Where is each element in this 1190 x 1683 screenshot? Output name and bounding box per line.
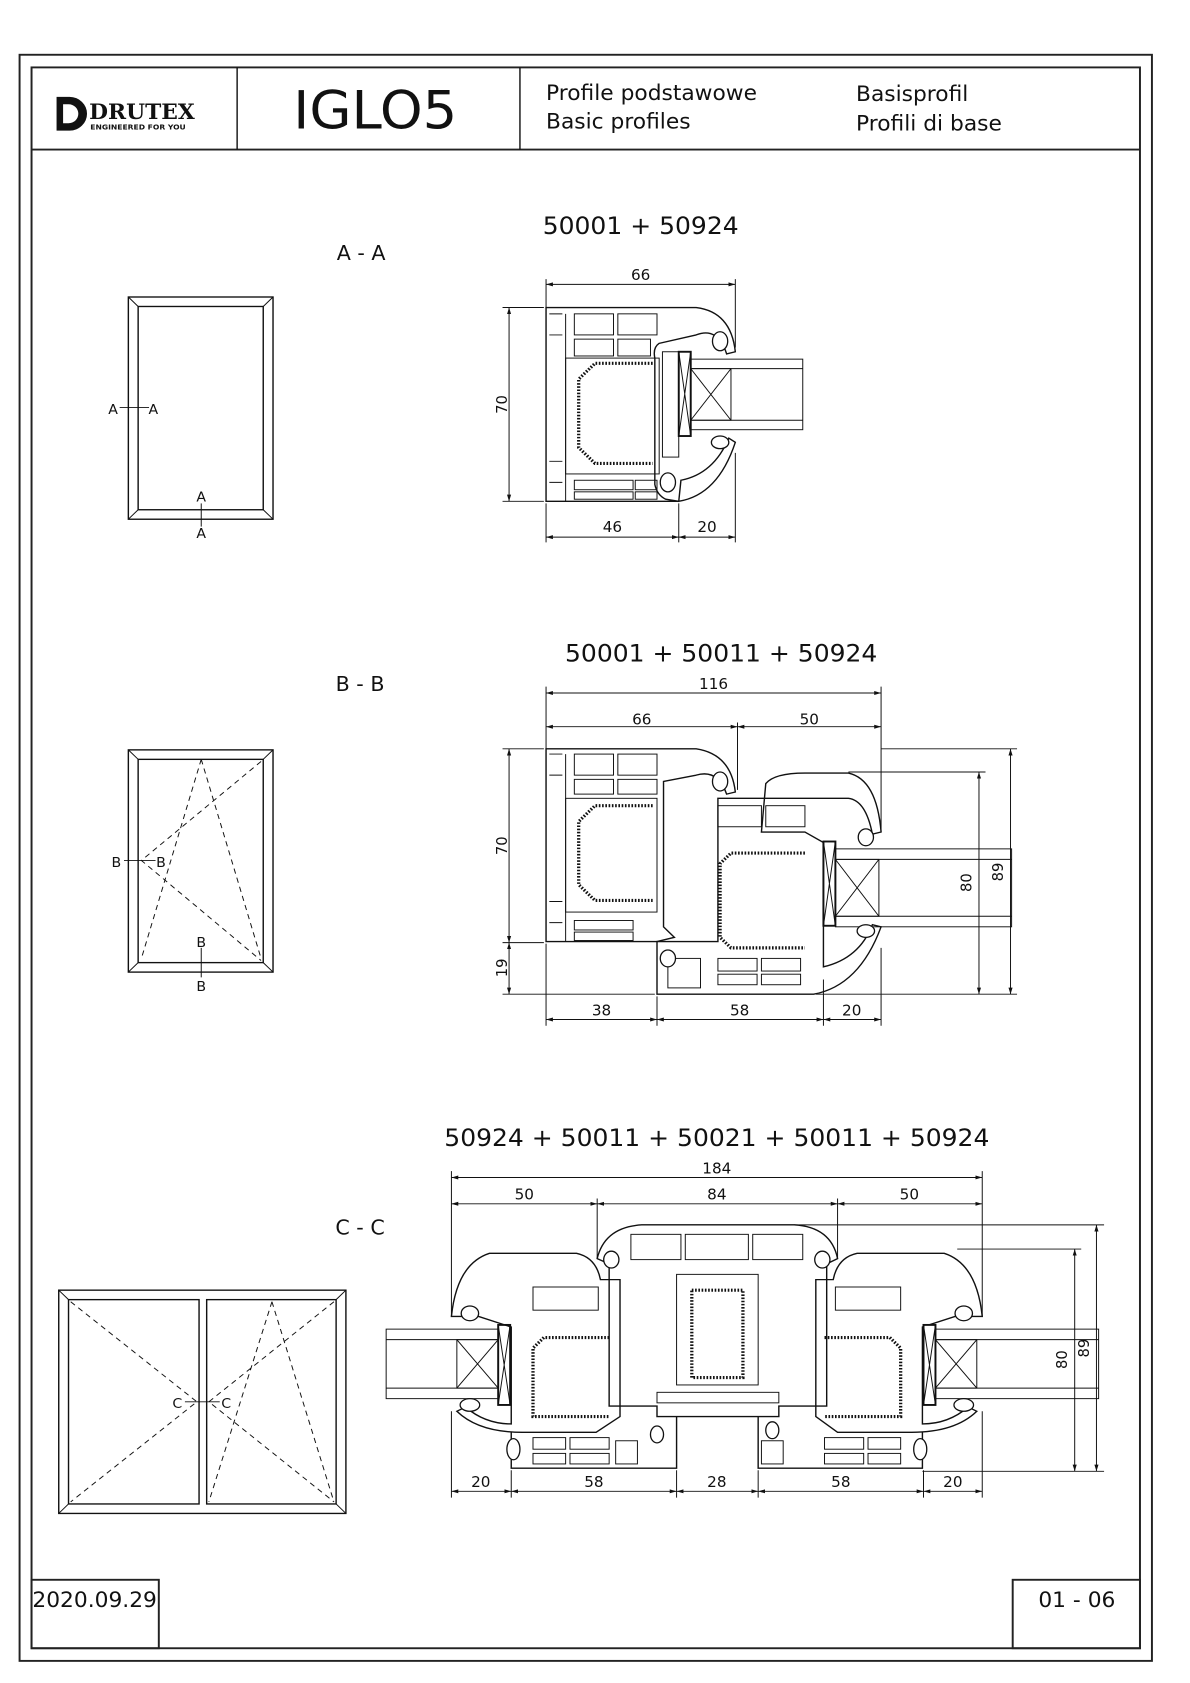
dim-label: 20 xyxy=(697,518,716,536)
window-elevation-fixed: A A A A xyxy=(108,296,274,542)
dim-label: 184 xyxy=(702,1159,731,1177)
section-c: C - C 50924 + 50011 + 50021 + 50011 + 50… xyxy=(58,1123,1105,1515)
dim-label: 89 xyxy=(989,863,1007,882)
profile-combination: 50001 + 50924 xyxy=(543,211,739,240)
section-marker: B xyxy=(112,855,122,871)
profile-cross-section xyxy=(385,1224,1100,1469)
dim-label: 70 xyxy=(493,836,511,855)
page-box xyxy=(1011,1578,1141,1650)
dim-label: 50 xyxy=(515,1186,534,1204)
profile-combination: 50001 + 50011 + 50924 xyxy=(565,639,877,668)
section-marker: A xyxy=(196,490,206,506)
section-marker: A xyxy=(149,402,159,418)
dim-label: 116 xyxy=(699,675,728,693)
title-pl: Profile podstawowe xyxy=(546,81,757,106)
dimensions: 66 70 46 20 xyxy=(493,266,736,543)
section-marker: A xyxy=(196,526,206,542)
drawing-date: 2020.09.29 xyxy=(32,1588,157,1613)
dim-label: 58 xyxy=(584,1473,603,1491)
dim-label: 58 xyxy=(831,1473,850,1491)
window-elevation-double-sash: C C xyxy=(58,1289,347,1515)
dim-label: 19 xyxy=(493,959,511,978)
profile-cross-section xyxy=(545,306,804,503)
title-en: Basic profiles xyxy=(546,110,691,135)
dim-label: 20 xyxy=(842,1002,861,1020)
dim-label: 66 xyxy=(632,711,651,729)
dim-label: 38 xyxy=(592,1002,611,1020)
outer-border xyxy=(18,53,1153,1662)
logo-brand: DRUTEX xyxy=(89,100,195,125)
dim-label: 80 xyxy=(957,873,975,892)
section-marker: C xyxy=(221,1396,231,1412)
dim-label: 28 xyxy=(707,1473,726,1491)
inner-border xyxy=(30,66,1141,1650)
dim-label: 46 xyxy=(603,518,622,536)
section-label: C - C xyxy=(335,1216,384,1240)
section-marker: A xyxy=(108,402,118,418)
section-label: B - B xyxy=(336,672,385,696)
dim-label: 89 xyxy=(1075,1339,1093,1358)
dim-label: 66 xyxy=(631,266,650,284)
section-marker: B xyxy=(196,935,206,951)
section-label: A - A xyxy=(337,241,386,265)
dimensions: 116 66 50 70 19 80 89 38 58 20 xyxy=(493,675,1018,1026)
section-marker: C xyxy=(172,1396,182,1412)
logo-tagline: ENGINEERED FOR YOU xyxy=(90,123,185,132)
window-elevation-tilt-turn: B B B B xyxy=(112,749,274,995)
drutex-logo: DRUTEX ENGINEERED FOR YOU xyxy=(56,96,195,132)
profile-cross-section xyxy=(545,748,1013,995)
dim-label: 50 xyxy=(800,711,819,729)
dim-label: 58 xyxy=(730,1002,749,1020)
dim-label: 20 xyxy=(943,1473,962,1491)
dim-label: 84 xyxy=(707,1186,726,1204)
title-it: Profili di base xyxy=(856,112,1002,137)
system-name: IGLO5 xyxy=(293,79,457,141)
dim-label: 80 xyxy=(1053,1350,1071,1369)
page-number: 01 - 06 xyxy=(1038,1588,1115,1613)
section-b: B - B 50001 + 50011 + 50924 B B B B xyxy=(112,639,1018,1026)
section-marker: B xyxy=(196,979,206,995)
dimensions: 184 50 84 50 80 89 20 58 28 58 20 xyxy=(450,1159,1105,1498)
date-box xyxy=(30,1578,160,1650)
profile-combination: 50924 + 50011 + 50021 + 50011 + 50924 xyxy=(444,1123,989,1152)
section-a: A - A 50001 + 50924 A A A A xyxy=(108,211,804,543)
section-marker: B xyxy=(156,855,166,871)
title-de: Basisprofil xyxy=(856,82,968,107)
dim-label: 50 xyxy=(900,1186,919,1204)
dim-label: 20 xyxy=(471,1473,490,1491)
dim-label: 70 xyxy=(493,395,511,414)
